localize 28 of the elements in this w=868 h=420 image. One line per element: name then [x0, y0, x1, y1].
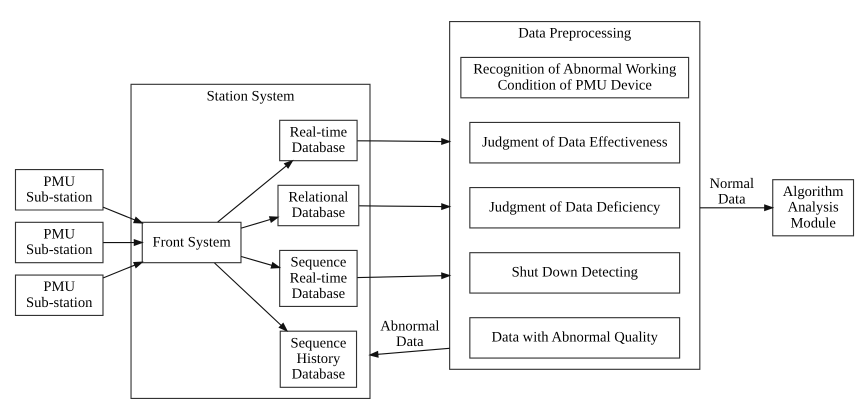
arrow [216, 160, 294, 223]
arrow [240, 216, 280, 229]
edge-label: Normal Data [709, 176, 754, 208]
node-box: Data with Abnormal Quality [468, 317, 680, 359]
arrow [102, 206, 144, 224]
arrow [240, 256, 281, 269]
edge-label: Abnormal Data [380, 318, 439, 350]
node-box: Sequence Real-time Database [278, 250, 358, 308]
node-box: PMU Sub-station [14, 169, 104, 211]
node-box: Relational Database [276, 184, 359, 226]
node-box: PMU Sub-station [14, 274, 104, 316]
node-box: Front System [141, 222, 242, 264]
arrow [368, 348, 450, 358]
arrow [357, 272, 451, 280]
arrow [102, 239, 144, 246]
node-box: Sequence History Database [279, 330, 357, 388]
node-box: Judgment of Data Effectiveness [468, 122, 680, 164]
node-box: Real-time Database [278, 120, 358, 162]
node-box: Shut Down Detecting [468, 252, 680, 294]
node-box: Judgment of Data Deficiency [468, 187, 680, 228]
node-box: PMU Sub-station [14, 222, 104, 264]
arrow [357, 138, 451, 146]
arrow [102, 261, 144, 278]
node-box: Recognition of Abnormal Working Condition of PMU Device [460, 56, 689, 98]
node-box: Algorithm Analysis Module [772, 179, 854, 236]
arrow [699, 204, 774, 212]
arrow [358, 203, 451, 210]
arrow [214, 262, 288, 332]
